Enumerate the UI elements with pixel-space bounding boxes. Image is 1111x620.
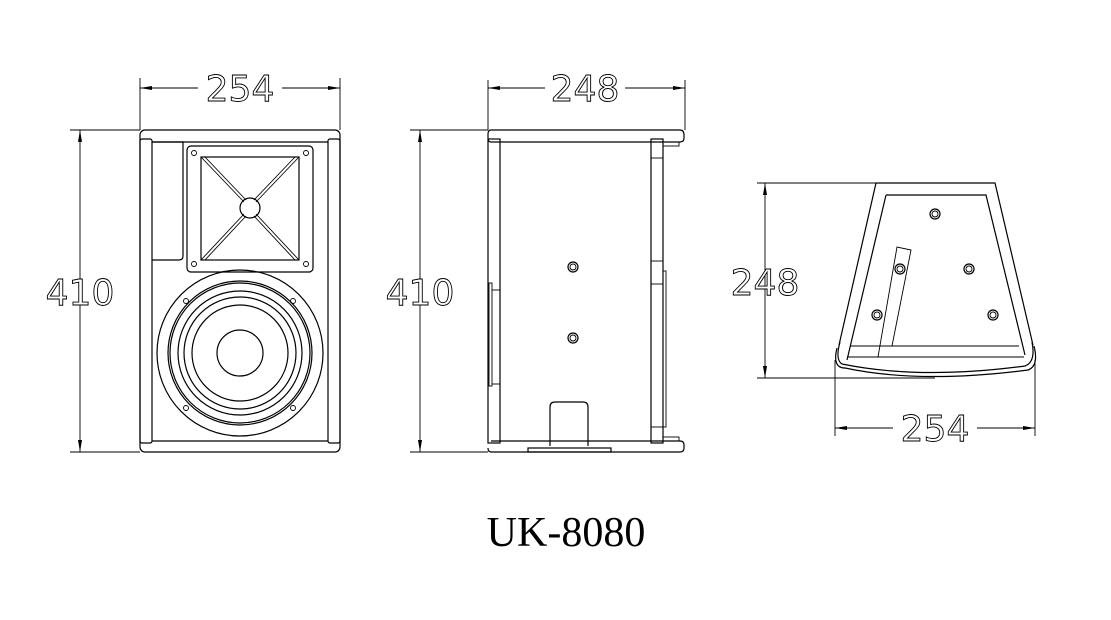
side-view: 248 410: [385, 69, 686, 453]
top-view: 248 254: [730, 182, 1037, 450]
woofer: [156, 269, 324, 437]
top-depth-label: 248: [731, 263, 800, 304]
front-height-label: 410: [46, 273, 115, 314]
side-depth-label: 248: [551, 69, 620, 110]
front-view: 254 410: [45, 69, 341, 453]
horn-tweeter: [186, 145, 314, 273]
top-width-label: 254: [901, 409, 970, 450]
front-width-label: 254: [206, 69, 275, 110]
model-title: UK-8080: [487, 510, 646, 556]
side-height-label: 410: [386, 273, 455, 314]
